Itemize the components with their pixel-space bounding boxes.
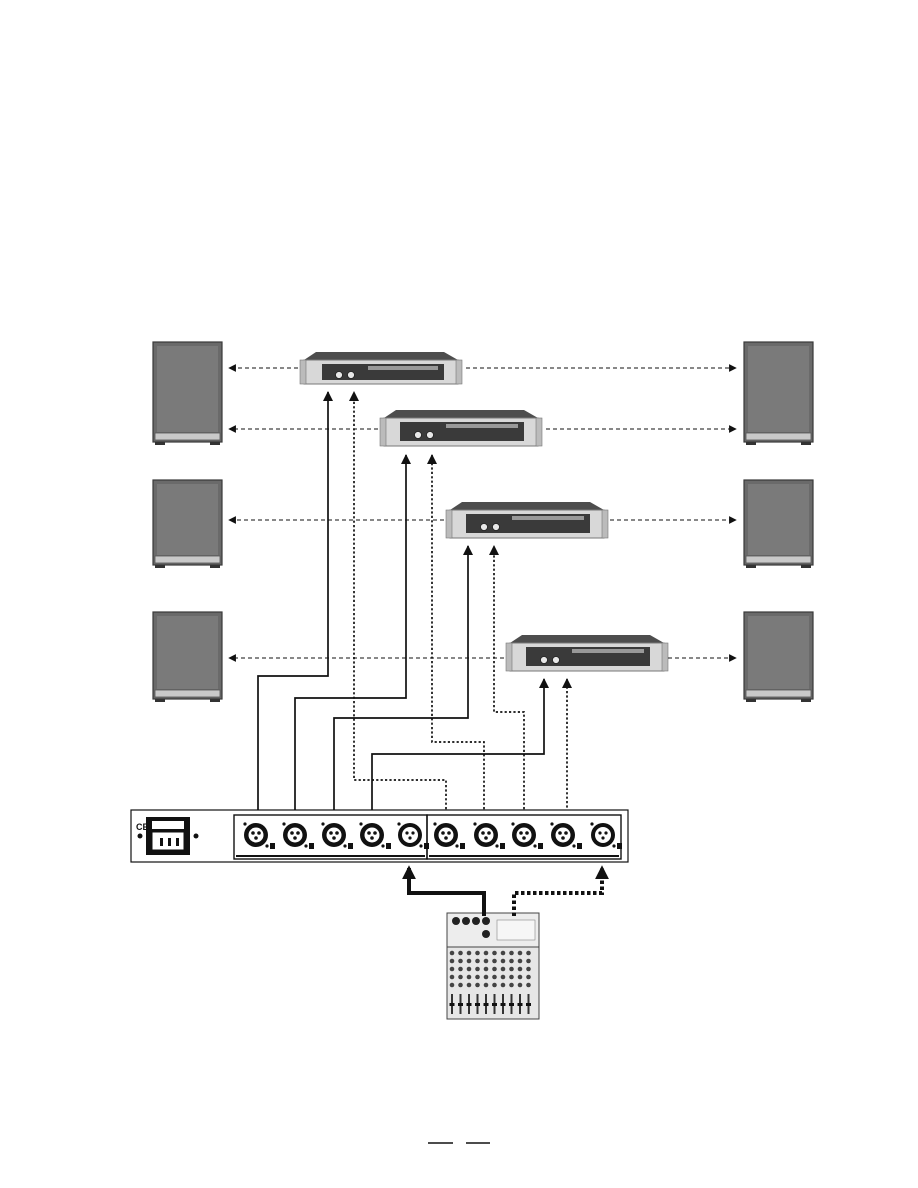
cable-out2-amp2	[295, 455, 406, 818]
mixing-console	[447, 913, 539, 1019]
amplifier-2	[380, 410, 542, 446]
crossover-rear-panel: CE	[131, 810, 628, 862]
speaker-right-3	[744, 612, 813, 702]
speaker-left-1	[153, 342, 222, 445]
power-inlet	[138, 817, 199, 855]
speaker-right-1	[744, 342, 813, 445]
amp-input-cables	[258, 392, 567, 818]
cable-out1-amp1	[258, 392, 328, 818]
amplifier-4	[506, 635, 668, 671]
amplifier-1	[300, 352, 462, 384]
cable-out4-amp4	[372, 679, 544, 818]
amplifier-3	[446, 502, 608, 538]
cable-out7-amp3	[494, 546, 524, 818]
speaker-right-2	[744, 480, 813, 568]
cable-mixer-input-a	[409, 868, 484, 916]
mixer-connections	[409, 868, 602, 916]
cable-mixer-input-b	[514, 868, 602, 916]
speaker-left-3	[153, 612, 222, 702]
speaker-left-2	[153, 480, 222, 568]
